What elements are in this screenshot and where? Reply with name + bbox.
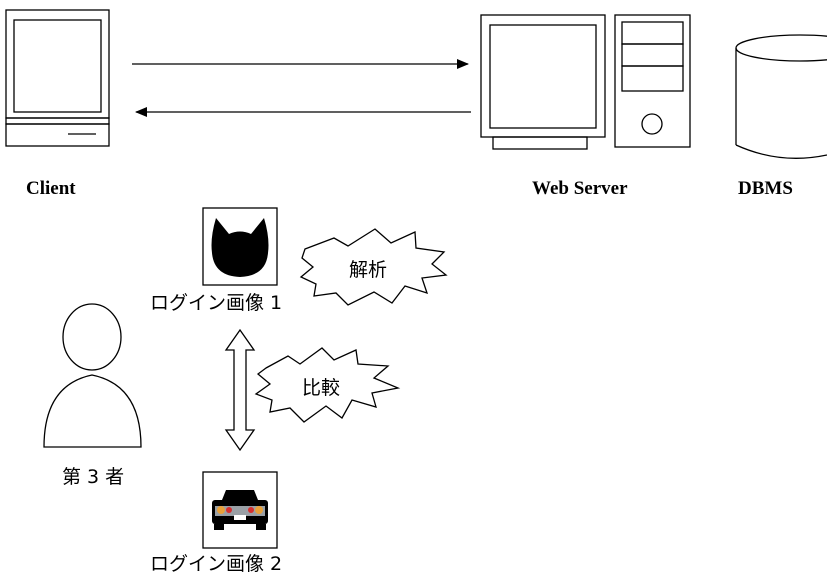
database-cylinder-icon (735, 34, 827, 159)
car-rear-icon (212, 490, 268, 530)
login-image-1 (202, 207, 278, 286)
login-image-1-label: ログイン画像 1 (150, 292, 282, 314)
login-image-2 (202, 471, 278, 549)
web-server-label: Web Server (532, 178, 628, 199)
person-silhouette-icon (43, 303, 142, 448)
analysis-text: 解析 (349, 259, 387, 281)
compare-burst: 比較 (254, 347, 401, 423)
analysis-burst: 解析 (299, 228, 448, 306)
tower-server-icon (614, 14, 691, 148)
third-party-label: 第 3 者 (62, 466, 124, 488)
cat-head-icon (211, 218, 269, 277)
compare-text: 比較 (302, 377, 340, 399)
server-monitor-icon (480, 14, 606, 150)
dbms-label: DBMS (738, 178, 793, 199)
client-label: Client (26, 178, 76, 199)
compare-double-arrow (224, 328, 256, 452)
login-image-2-label: ログイン画像 2 (150, 553, 282, 575)
client-computer-icon (5, 9, 110, 147)
